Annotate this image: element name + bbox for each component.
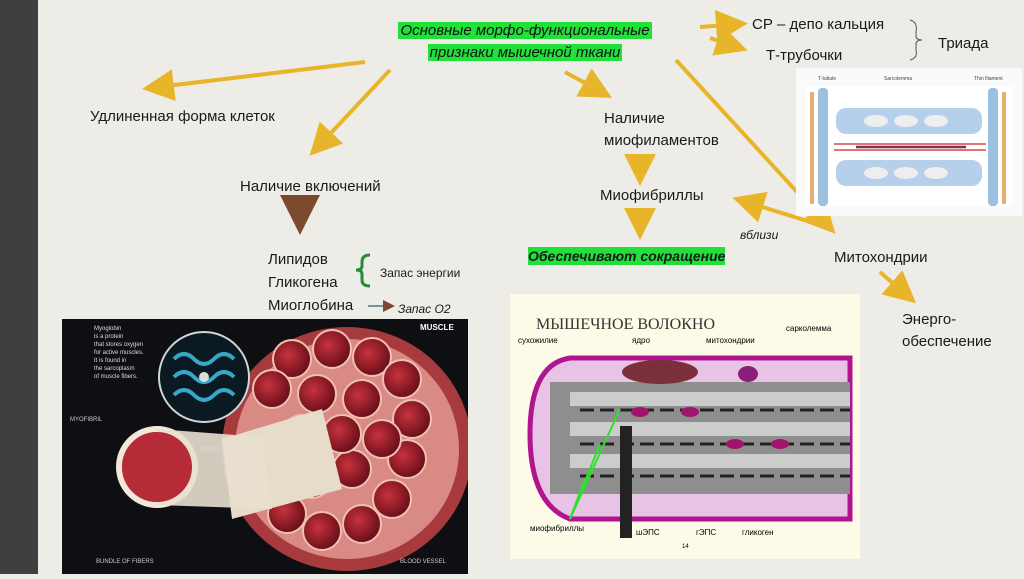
fiber-glycogen-label: гликоген <box>742 528 774 537</box>
o2-store-label: Запас О2 <box>398 300 451 318</box>
muscle-bundle <box>298 375 336 413</box>
title-line-1: Основные морфо-функциональные <box>398 22 651 39</box>
muscle-bundle <box>303 512 341 550</box>
arrow-to-elongated <box>150 62 365 88</box>
vessel-label: BLOOD VESSEL <box>400 559 446 565</box>
fiber-page-number: 14 <box>682 544 689 550</box>
energy-label-1: Энерго- <box>902 311 956 329</box>
myoglobin-note: Myoglobin is a protein that stores oxyge… <box>94 325 144 381</box>
muscle-anatomy-image: MUSCLE Myoglobin is a protein that store… <box>62 319 468 574</box>
myofibrils-label: Миофибриллы <box>600 187 704 205</box>
arrow-to-sr <box>700 24 740 27</box>
muscle-bundle <box>383 360 421 398</box>
myofil-label-1: Наличие <box>604 110 665 128</box>
energy-brace <box>356 255 370 286</box>
muscle-bundle <box>363 420 401 458</box>
triad-label: Триада <box>938 35 988 53</box>
muscle-img-title: MUSCLE <box>420 323 454 332</box>
fiber-nucleus-label: ядро <box>632 336 650 345</box>
triad-illustration: T-tubule Sarcolemma Thin filament <box>796 68 1022 216</box>
fiber-sarcolemma-label: сарколемма <box>786 324 831 333</box>
triad-brace <box>910 20 922 60</box>
fiber-label: MUSCLE FIBER <box>200 447 244 453</box>
triad-img-sarcolemma: Sarcolemma <box>884 76 912 82</box>
arrow-to-myofil <box>565 72 605 94</box>
arrow-to-inclusions <box>315 70 390 150</box>
fiber-tendon-label: сухожилие <box>518 336 558 345</box>
muscle-fiber-image: МЫШЕЧНОЕ ВОЛОКНО сухожилие ядро митохонд… <box>510 294 860 559</box>
title-line-2: признаки мышечной ткани <box>428 44 623 61</box>
muscle-bundle <box>313 330 351 368</box>
inclusions-label: Наличие включений <box>240 178 381 196</box>
ttubes-label: Т-трубочки <box>766 47 842 65</box>
page-title: Основные морфо-функциональные признаки м… <box>355 20 695 64</box>
glycogen-label: Гликогена <box>268 274 338 292</box>
muscle-bundle <box>373 480 411 518</box>
muscle-bundle <box>343 505 381 543</box>
muscle-bundle <box>343 380 381 418</box>
fiber-geps-label: гЭПС <box>696 528 716 537</box>
myofil-label-2: миофиламентов <box>604 132 719 150</box>
sr-label: СР – депо кальция <box>752 16 884 34</box>
triad-image: T-tubule Sarcolemma Thin filament <box>796 68 1022 216</box>
triad-img-ttubule: T-tubule <box>818 76 836 82</box>
myofibril-label: MYOFIBRIL <box>70 417 102 423</box>
myoglobin-label: Миоглобина <box>268 297 353 315</box>
bundle-label: BUNDLE OF FIBERS <box>96 559 154 565</box>
muscle-bundle <box>253 370 291 408</box>
near-label: вблизи <box>740 226 778 244</box>
contraction-label: Обеспечивают сокращение <box>528 247 725 265</box>
arrow-to-energy <box>880 272 910 298</box>
triad-img-thin: Thin filament <box>974 76 1003 82</box>
fiber-seps-label: шЭПС <box>636 528 660 537</box>
mito-label: Митохондрии <box>834 249 928 267</box>
fiber-mito-label: митохондрии <box>706 336 755 345</box>
arrow-to-ttubes <box>710 38 740 48</box>
energy-label-2: обеспечение <box>902 333 992 351</box>
elongated-label: Удлиненная форма клеток <box>90 108 275 126</box>
lipids-label: Липидов <box>268 251 328 269</box>
fiber-myofibrils-label: миофибриллы <box>530 524 584 533</box>
energy-store-label: Запас энергии <box>380 264 460 282</box>
fiber-img-title: МЫШЕЧНОЕ ВОЛОКНО <box>536 316 715 334</box>
